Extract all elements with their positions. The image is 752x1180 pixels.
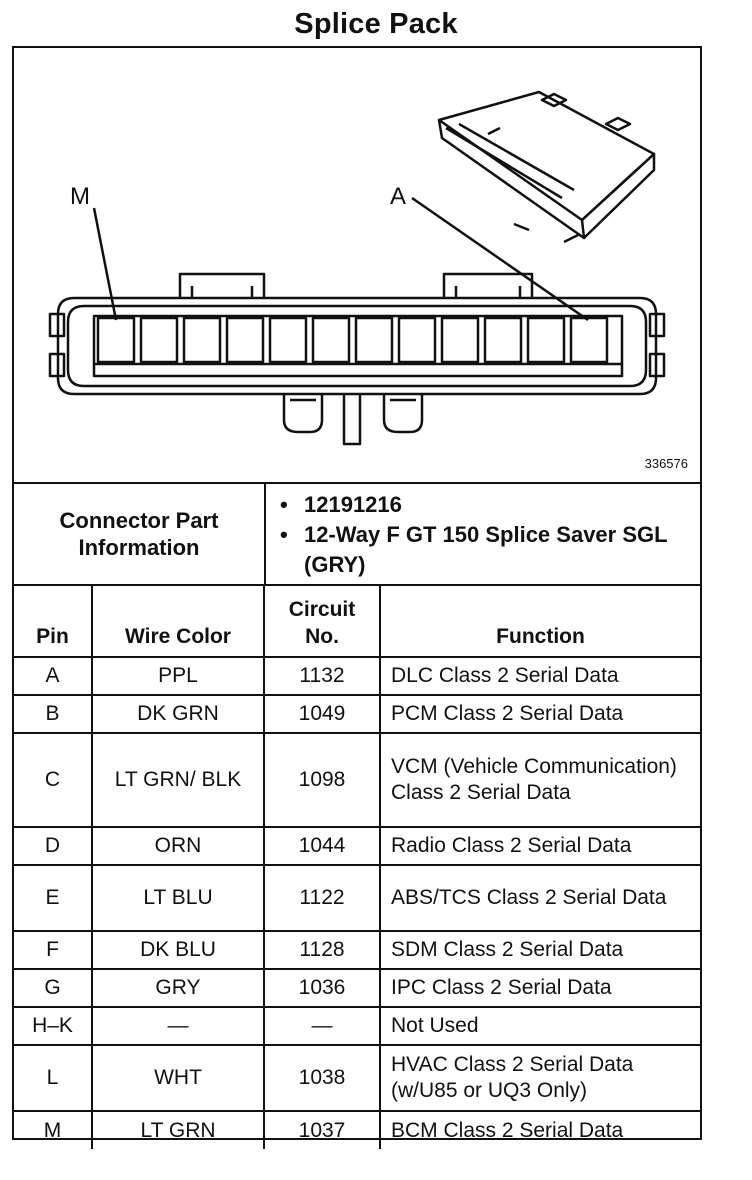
circuit-cell: 1037 <box>263 1110 381 1149</box>
connector-front-view <box>48 272 666 446</box>
part-info-list: 12191216 12-Way F GT 150 Splice Saver SG… <box>278 490 698 580</box>
circuit-cell: 1128 <box>263 930 381 970</box>
leader-line-a <box>411 196 589 322</box>
pin-cell: B <box>14 694 93 734</box>
pin-cell: E <box>14 864 93 932</box>
wire-color-cell: DK GRN <box>91 694 265 734</box>
connector-3d-view <box>437 90 656 244</box>
wire-color-cell: GRY <box>91 968 265 1008</box>
pin-cell: H–K <box>14 1006 93 1046</box>
function-cell: BCM Class 2 Serial Data <box>379 1110 700 1149</box>
function-cell: SDM Class 2 Serial Data <box>379 930 700 970</box>
leader-line-m <box>92 207 118 321</box>
function-cell: VCM (Vehicle Communication) Class 2 Seri… <box>379 732 700 828</box>
part-description: 12-Way F GT 150 Splice Saver SGL (GRY) <box>278 520 698 580</box>
header-pin: Pin <box>14 586 93 658</box>
page-title: Splice Pack <box>294 8 458 40</box>
wire-color-cell: DK BLU <box>91 930 265 970</box>
function-cell: DLC Class 2 Serial Data <box>379 656 700 696</box>
function-cell: PCM Class 2 Serial Data <box>379 694 700 734</box>
callout-a: A <box>390 183 406 210</box>
table-header-row: Pin Wire Color Circuit No. Function <box>14 586 700 658</box>
circuit-cell: 1122 <box>263 864 381 932</box>
pin-cell: D <box>14 826 93 866</box>
wire-color-cell: ORN <box>91 826 265 866</box>
pin-cell: A <box>14 656 93 696</box>
wire-color-cell: LT BLU <box>91 864 265 932</box>
header-wire-color: Wire Color <box>91 586 265 658</box>
callout-m: M <box>70 183 90 210</box>
circuit-cell: 1038 <box>263 1044 381 1112</box>
connector-drawing: M A <box>48 90 666 446</box>
connector-figure: M A 336576 <box>14 48 700 484</box>
header-circuit: Circuit No. <box>263 586 381 658</box>
pin-cell: G <box>14 968 93 1008</box>
circuit-cell: — <box>263 1006 381 1046</box>
circuit-cell: 1036 <box>263 968 381 1008</box>
connector-panel: M A 336576 Connector Part Information 12… <box>12 46 702 1149</box>
part-info-label: Connector Part Information <box>14 484 266 584</box>
circuit-cell: 1098 <box>263 732 381 828</box>
table-row: H–K——Not Used <box>14 1006 700 1046</box>
wire-color-cell: — <box>91 1006 265 1046</box>
pin-cell: L <box>14 1044 93 1112</box>
pin-cell: C <box>14 732 93 828</box>
function-cell: HVAC Class 2 Serial Data (w/U85 or UQ3 O… <box>379 1044 700 1112</box>
function-cell: IPC Class 2 Serial Data <box>379 968 700 1008</box>
terminal-cavities <box>96 316 609 364</box>
circuit-cell: 1049 <box>263 694 381 734</box>
part-number: 12191216 <box>278 490 698 520</box>
wire-color-cell: LT GRN <box>91 1110 265 1149</box>
wire-color-cell: PPL <box>91 656 265 696</box>
circuit-cell: 1044 <box>263 826 381 866</box>
function-cell: Not Used <box>379 1006 700 1046</box>
wire-color-cell: LT GRN/ BLK <box>91 732 265 828</box>
circuit-cell: 1132 <box>263 656 381 696</box>
figure-number: 336576 <box>644 456 688 471</box>
pin-cell: M <box>14 1110 93 1149</box>
function-cell: ABS/TCS Class 2 Serial Data <box>379 864 700 932</box>
function-cell: Radio Class 2 Serial Data <box>379 826 700 866</box>
part-info-section: Connector Part Information 12191216 12-W… <box>14 484 700 586</box>
header-function: Function <box>379 586 700 658</box>
wire-color-cell: WHT <box>91 1044 265 1112</box>
pin-cell: F <box>14 930 93 970</box>
